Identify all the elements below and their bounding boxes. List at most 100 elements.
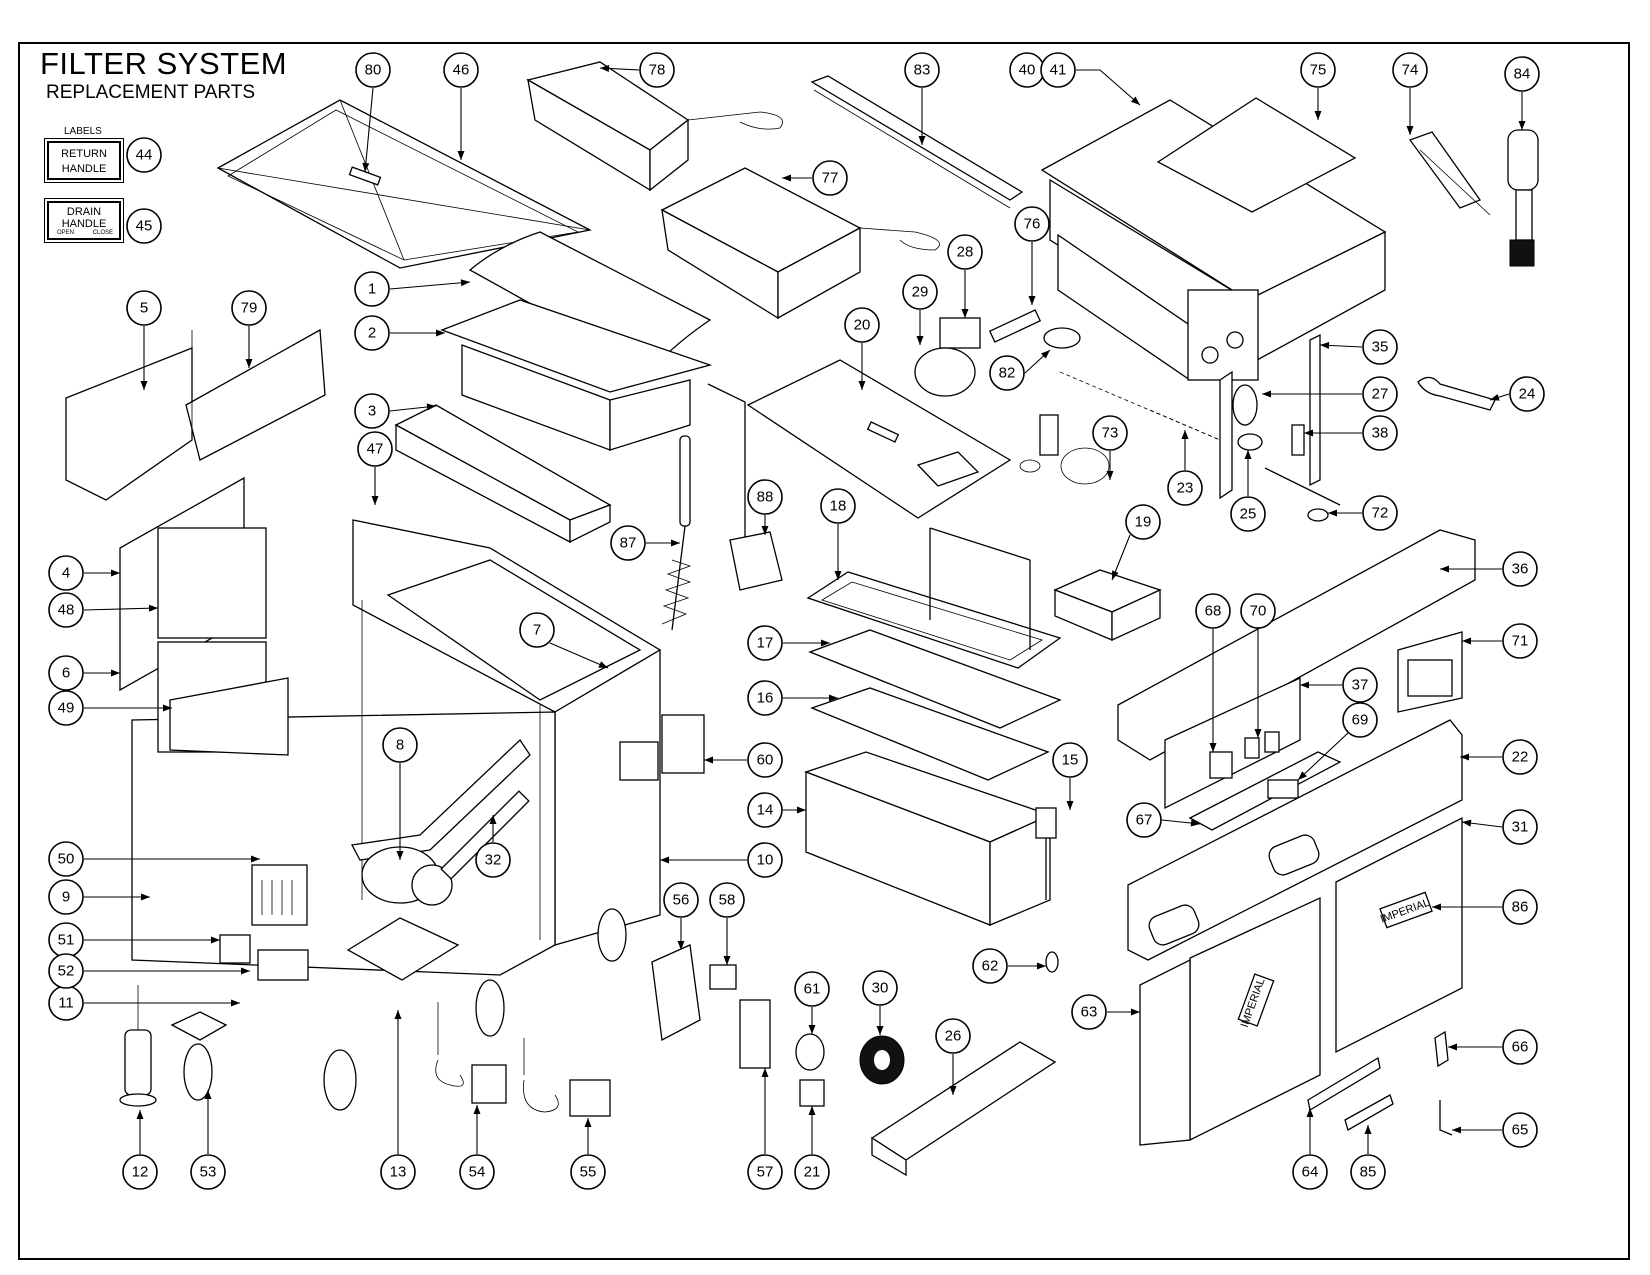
callout-number-47: 47 <box>367 441 384 458</box>
callout-arrowhead-27 <box>1262 390 1271 398</box>
callout-number-11: 11 <box>58 995 74 1012</box>
callout-number-16: 16 <box>757 690 774 707</box>
callout-number-38: 38 <box>1372 425 1389 442</box>
callout-arrowhead-49 <box>163 704 172 712</box>
callout-13: 13 <box>380 1154 416 1190</box>
callout-41: 41 <box>1040 52 1076 88</box>
callout-27: 27 <box>1362 376 1398 412</box>
callout-circle-63 <box>1071 994 1107 1030</box>
callout-number-46: 46 <box>453 62 470 79</box>
callout-28: 28 <box>947 234 983 270</box>
crumb-basket-part <box>1053 569 1162 642</box>
callout-circle-60 <box>747 742 783 778</box>
callout-number-35: 35 <box>1372 339 1389 356</box>
filter-pan-assembly-parts <box>804 527 1062 973</box>
callout-21: 21 <box>794 1154 830 1190</box>
callout-circle-22 <box>1502 739 1538 775</box>
callout-circle-19 <box>1125 504 1161 540</box>
callout-arrowhead-5 <box>140 381 148 390</box>
callout-number-64: 64 <box>1302 1164 1319 1181</box>
callout-circle-32 <box>475 842 511 878</box>
callout-72: 72 <box>1362 495 1398 531</box>
callout-20: 20 <box>844 307 880 343</box>
callout-circle-14 <box>747 792 783 828</box>
callout-circle-16 <box>747 680 783 716</box>
callout-arrowhead-30 <box>876 1026 884 1035</box>
callout-82: 82 <box>989 355 1025 391</box>
callout-58: 58 <box>709 882 745 918</box>
callout-15: 15 <box>1052 742 1088 778</box>
callout-circle-87 <box>610 525 646 561</box>
callout-circle-6 <box>48 655 84 691</box>
callout-75: 75 <box>1300 52 1336 88</box>
drain-valve-parts <box>1059 333 1341 522</box>
callout-60: 60 <box>747 742 783 778</box>
callout-number-68: 68 <box>1205 603 1222 620</box>
callout-38: 38 <box>1362 415 1398 451</box>
callout-arrowhead-69 <box>1298 771 1307 780</box>
callout-number-86: 86 <box>1512 899 1529 916</box>
callout-number-88: 88 <box>757 489 774 506</box>
callout-circle-17 <box>747 625 783 661</box>
callout-number-8: 8 <box>396 737 404 754</box>
callout-52: 52 <box>48 953 84 989</box>
callout-circle-71 <box>1502 623 1538 659</box>
callout-number-74: 74 <box>1402 62 1419 79</box>
callout-48: 48 <box>48 592 84 628</box>
handle-part <box>1507 129 1539 267</box>
top-duct-part <box>394 404 612 544</box>
callout-number-62: 62 <box>982 958 999 975</box>
callout-circle-64 <box>1292 1154 1328 1190</box>
callout-29: 29 <box>902 274 938 310</box>
callout-79: 79 <box>231 290 267 326</box>
callout-circle-35 <box>1362 329 1398 365</box>
callout-number-10: 10 <box>757 852 774 869</box>
callout-arrowhead-55 <box>584 1118 592 1127</box>
fry-pot-part <box>1040 97 1387 381</box>
callout-circle-76 <box>1014 206 1050 242</box>
callout-arrowhead-26 <box>949 1086 957 1095</box>
callout-8: 8 <box>382 727 418 763</box>
callout-number-1: 1 <box>368 281 376 298</box>
part-drawings: IMPERIAL IMPERIAL <box>65 61 1539 1177</box>
callout-arrowhead-77 <box>782 174 791 182</box>
callout-arrowhead-80 <box>362 162 370 172</box>
callout-circle-57 <box>747 1154 783 1190</box>
callout-arrowhead-70 <box>1254 729 1262 738</box>
filter-paper-cover-part <box>746 359 1012 519</box>
callout-circle-31 <box>1502 809 1538 845</box>
callout-circle-69 <box>1342 702 1378 738</box>
callout-arrowhead-58 <box>723 956 731 965</box>
callout-arrowhead-9 <box>141 893 150 901</box>
callout-number-50: 50 <box>58 851 75 868</box>
callout-arrowhead-64 <box>1306 1108 1314 1117</box>
callout-number-15: 15 <box>1062 752 1079 769</box>
callout-arrowhead-46 <box>457 151 465 160</box>
callout-number-58: 58 <box>719 892 736 909</box>
callout-arrowhead-88 <box>761 526 769 535</box>
callout-number-3: 3 <box>368 403 376 420</box>
callout-3: 3 <box>354 393 390 429</box>
callout-circle-12 <box>122 1154 158 1190</box>
callout-circle-67 <box>1126 802 1162 838</box>
callout-number-27: 27 <box>1372 386 1389 403</box>
callout-circle-80 <box>355 52 391 88</box>
callout-circle-25 <box>1230 496 1266 532</box>
callout-35: 35 <box>1362 329 1398 365</box>
callout-22: 22 <box>1502 739 1538 775</box>
callout-number-55: 55 <box>580 1164 597 1181</box>
callout-arrowhead-72 <box>1328 509 1337 517</box>
callout-number-57: 57 <box>757 1164 774 1181</box>
callout-number-80: 80 <box>365 62 382 79</box>
callout-arrowhead-24 <box>1490 393 1500 401</box>
callout-arrowhead-83 <box>918 136 926 145</box>
angle-trim-part <box>810 75 1024 209</box>
callout-circle-38 <box>1362 415 1398 451</box>
callout-arrowhead-47 <box>371 496 379 505</box>
callout-36: 36 <box>1502 551 1538 587</box>
callout-16: 16 <box>747 680 783 716</box>
callout-circle-74 <box>1392 52 1428 88</box>
callout-40: 40 <box>1009 52 1045 88</box>
callout-circle-58 <box>709 882 745 918</box>
